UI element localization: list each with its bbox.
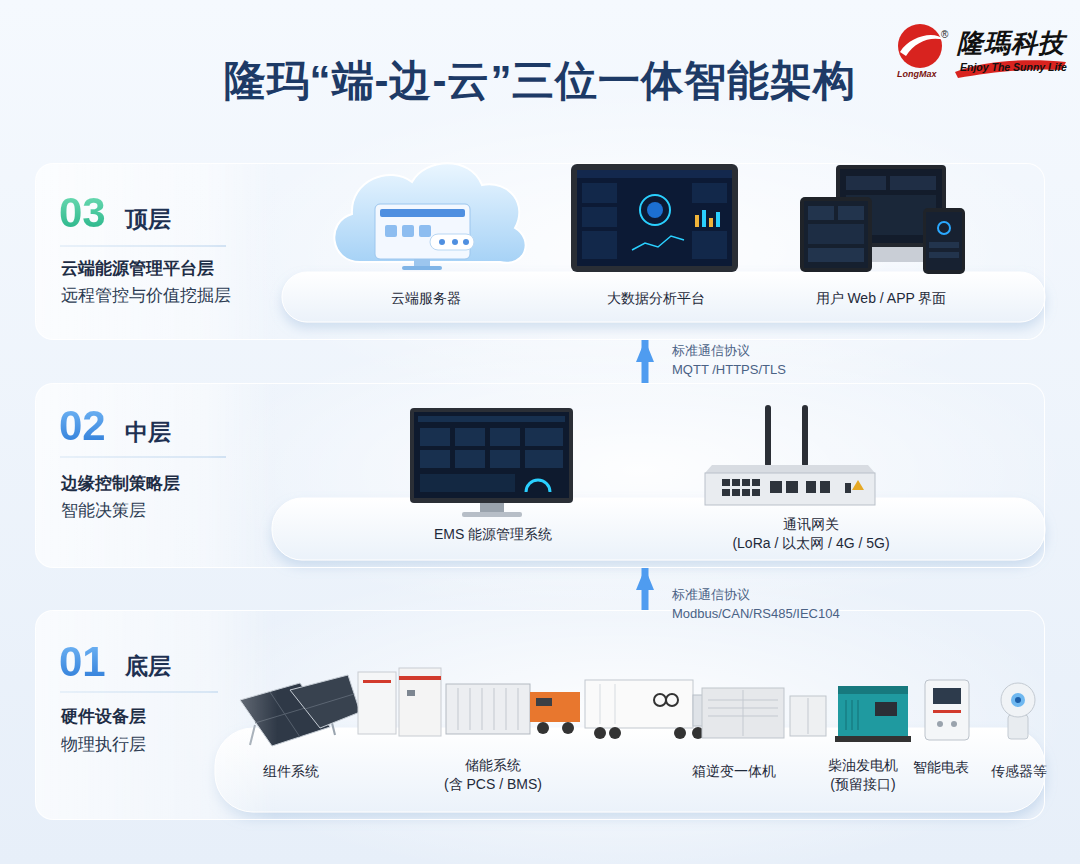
layer-description: 边缘控制策略层 bbox=[61, 474, 180, 494]
protocol-arrow bbox=[642, 568, 649, 610]
device-item: 云端服务器 bbox=[351, 289, 501, 308]
device-item: EMS 能源管理系统 bbox=[408, 525, 578, 544]
protocol-arrow bbox=[642, 340, 649, 383]
device-item: 组件系统 bbox=[241, 762, 341, 781]
device-caption: 传感器等 bbox=[979, 762, 1059, 781]
layer-band: 云端服务器 大数据分析平台 用户 Web / APP 界面 03 顶层云端能源管理平台层… bbox=[35, 163, 1045, 340]
protocol-label: 标准通信协议 Modbus/CAN/RS485/IEC104 bbox=[672, 585, 872, 623]
device-caption: EMS 能源管理系统 bbox=[408, 525, 578, 544]
device-caption: 柴油发电机 (预留接口) bbox=[803, 756, 923, 794]
device-item: 柴油发电机 (预留接口) bbox=[803, 756, 923, 794]
layer-number: 02 bbox=[59, 405, 106, 447]
device-caption: 组件系统 bbox=[241, 762, 341, 781]
protocol-label: 标准通信协议 MQTT /HTTPS/TLS bbox=[672, 341, 872, 379]
device-caption: 大数据分析平台 bbox=[581, 289, 731, 308]
device-caption: 智能电表 bbox=[901, 758, 981, 777]
layer-heading: 底层 bbox=[125, 655, 171, 678]
logo-emblem bbox=[955, 60, 1066, 78]
layer-heading: 顶层 bbox=[125, 208, 171, 231]
layer-number: 03 bbox=[59, 192, 106, 234]
logo-emblem bbox=[898, 24, 942, 68]
logo-emblem bbox=[900, 35, 944, 56]
layer-description: 智能决策层 bbox=[61, 501, 146, 521]
layer-description: 远程管控与价值挖掘层 bbox=[61, 286, 231, 306]
device-caption: 云端服务器 bbox=[351, 289, 501, 308]
diagram-title: 隆玛“端-边-云”三位一体智能架构 bbox=[0, 56, 1080, 106]
logo-text: LongMax bbox=[897, 70, 937, 79]
device-caption: 用户 Web / APP 界面 bbox=[791, 289, 971, 308]
layer-number: 01 bbox=[59, 641, 106, 683]
registered-mark: ® bbox=[941, 30, 948, 40]
logo-text: Enjoy The Sunny Life bbox=[960, 62, 1067, 73]
device-item: 智能电表 bbox=[901, 758, 981, 777]
device-item: 用户 Web / APP 界面 bbox=[791, 289, 971, 308]
device-caption: 通讯网关 (LoRa / 以太网 / 4G / 5G) bbox=[721, 515, 901, 553]
layer-heading: 中层 bbox=[125, 421, 171, 444]
device-item: 通讯网关 (LoRa / 以太网 / 4G / 5G) bbox=[721, 515, 901, 553]
logo-emblem bbox=[898, 24, 1066, 78]
layer-band: 组件系统 储能系统 (含 PCS / BMS) 箱逆变一体机柴油发电机 (预留接口)… bbox=[35, 610, 1045, 820]
device-item: 传感器等 bbox=[979, 762, 1059, 781]
layer-band: EMS 能源管理系统 通讯网关 (LoRa / 以太网 / 4G / 5G) 02 中… bbox=[35, 383, 1045, 568]
layer-description: 云端能源管理平台层 bbox=[61, 259, 214, 279]
device-item: 大数据分析平台 bbox=[581, 289, 731, 308]
logo-text: 隆瑪科技 bbox=[957, 30, 1065, 56]
device-item: 箱逆变一体机 bbox=[679, 762, 789, 781]
device-caption: 储能系统 (含 PCS / BMS) bbox=[428, 756, 558, 794]
device-item: 储能系统 (含 PCS / BMS) bbox=[428, 756, 558, 794]
layer-description: 硬件设备层 bbox=[61, 707, 146, 727]
layer-description: 物理执行层 bbox=[61, 735, 146, 755]
device-caption: 箱逆变一体机 bbox=[679, 762, 789, 781]
